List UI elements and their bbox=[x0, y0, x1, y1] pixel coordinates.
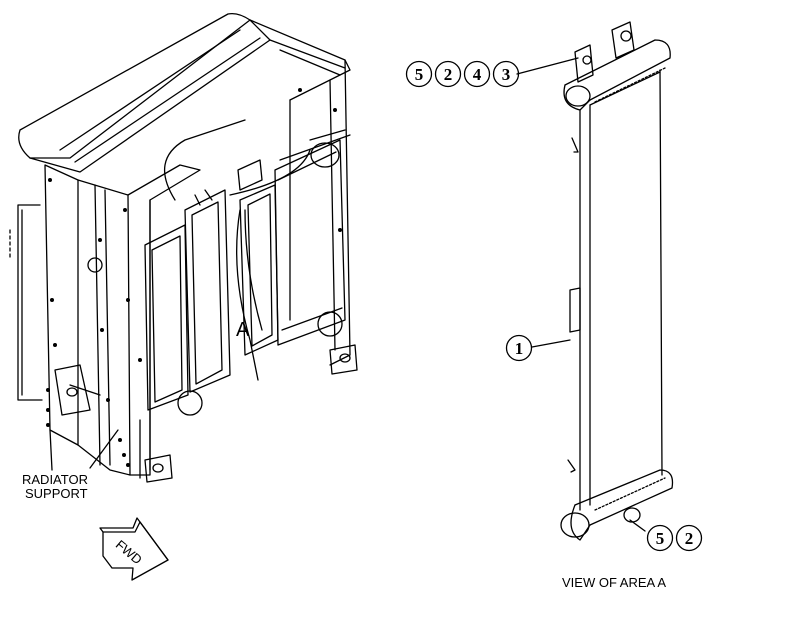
callout-number: 5 bbox=[415, 65, 424, 84]
callout-circle bbox=[405, 60, 433, 88]
forward-arrow bbox=[99, 517, 169, 581]
callout-number: 4 bbox=[473, 65, 482, 84]
callout-number: 1 bbox=[515, 339, 524, 358]
callout-circle bbox=[434, 60, 462, 88]
radiator-support-label: RADIATOR bbox=[22, 472, 88, 487]
callout-number: 2 bbox=[444, 65, 453, 84]
callout-circle bbox=[675, 524, 703, 552]
callout-number: 2 bbox=[685, 529, 694, 548]
view-caption: VIEW OF AREA A bbox=[562, 575, 666, 590]
callout-circles bbox=[405, 60, 703, 552]
area-marker-label: A bbox=[236, 319, 250, 341]
fwd-label: FWD bbox=[113, 537, 145, 568]
radiator-core-view bbox=[516, 21, 674, 541]
bolt-dots bbox=[46, 88, 342, 467]
callout-circle bbox=[646, 524, 674, 552]
radiator-support-assembly bbox=[9, 12, 358, 483]
callout-circle bbox=[505, 334, 533, 362]
callout-circle bbox=[492, 60, 520, 88]
radiator-support-label: SUPPORT bbox=[25, 486, 88, 501]
callout-number: 5 bbox=[656, 529, 665, 548]
callout-number: 3 bbox=[502, 65, 511, 84]
callout-circle bbox=[463, 60, 491, 88]
